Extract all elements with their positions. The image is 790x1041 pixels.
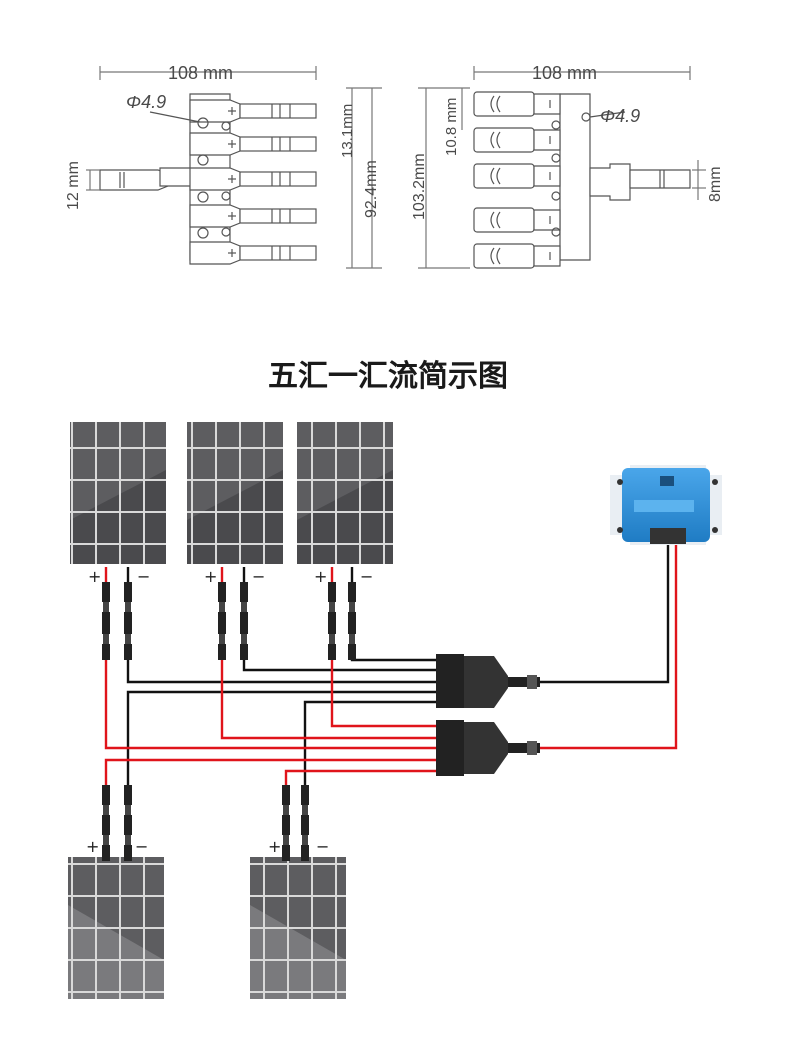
panel-3-plus-label: + xyxy=(314,567,327,586)
mc4-connector-20 xyxy=(301,815,309,861)
panel-1-plus-label: + xyxy=(88,567,101,586)
mc4-connector-4 xyxy=(124,614,132,660)
solar-panel-1 xyxy=(70,422,166,564)
mc4-connector-6 xyxy=(218,614,226,660)
left-width-label: 108 mm xyxy=(168,63,233,83)
left-height-label: 92.4mm xyxy=(363,160,380,218)
left-branch-connector xyxy=(99,93,317,265)
mc4-connectors xyxy=(102,582,356,861)
panel-5-minus-label: − xyxy=(316,837,329,856)
positive-combiner xyxy=(436,720,540,776)
negative-wires xyxy=(126,545,670,857)
mc4-connector-10 xyxy=(328,614,336,660)
right-hole-label: Φ4.9 xyxy=(600,106,640,126)
left-branch-4 xyxy=(189,204,317,228)
right-width-label: 108 mm xyxy=(532,63,597,83)
panel-2-plus-label: + xyxy=(204,567,217,586)
mc4-connector-8 xyxy=(240,614,248,660)
right-height-label: 103.2mm xyxy=(411,153,428,220)
right-pitch-label: 10.8 mm xyxy=(443,98,460,156)
diagram-title: 五汇一汇流简示图 xyxy=(268,359,508,394)
connector-dimension-drawing xyxy=(86,66,706,269)
solar-panel-5 xyxy=(250,857,346,999)
right-output-label: 8mm xyxy=(707,166,724,202)
left-branch-5 xyxy=(189,241,317,265)
panel-3-minus-label: − xyxy=(360,567,373,586)
solar-panel-3 xyxy=(297,422,393,564)
right-branch-connector xyxy=(473,91,691,269)
mc4-connector-18 xyxy=(282,815,290,861)
left-branch-3 xyxy=(189,167,317,191)
left-hole-label: Φ4.9 xyxy=(126,92,166,112)
left-pitch-label: 13.1mm xyxy=(339,104,356,158)
panel-5-plus-label: + xyxy=(268,837,281,856)
right-branch-3 xyxy=(473,163,561,189)
mc4-connector-2 xyxy=(102,614,110,660)
panel-2-minus-label: − xyxy=(252,567,265,586)
mc4-connector-14 xyxy=(102,815,110,861)
charge-controller xyxy=(610,465,722,545)
left-branch-2 xyxy=(189,132,317,156)
right-branch-4 xyxy=(473,207,561,233)
right-branch-5 xyxy=(473,243,561,269)
right-branch-1 xyxy=(473,91,561,117)
mc4-connector-12 xyxy=(348,614,356,660)
panel-1-minus-label: − xyxy=(137,567,150,586)
panel-4-minus-label: − xyxy=(135,837,148,856)
left-branch-1 xyxy=(189,99,317,123)
mc4-connector-16 xyxy=(124,815,132,861)
left-input-label: 12 mm xyxy=(65,161,82,210)
solar-panel-4 xyxy=(68,857,164,999)
right-branch-2 xyxy=(473,127,561,153)
panel-4-plus-label: + xyxy=(86,837,99,856)
negative-combiner xyxy=(436,654,540,708)
solar-panel-2 xyxy=(187,422,283,564)
